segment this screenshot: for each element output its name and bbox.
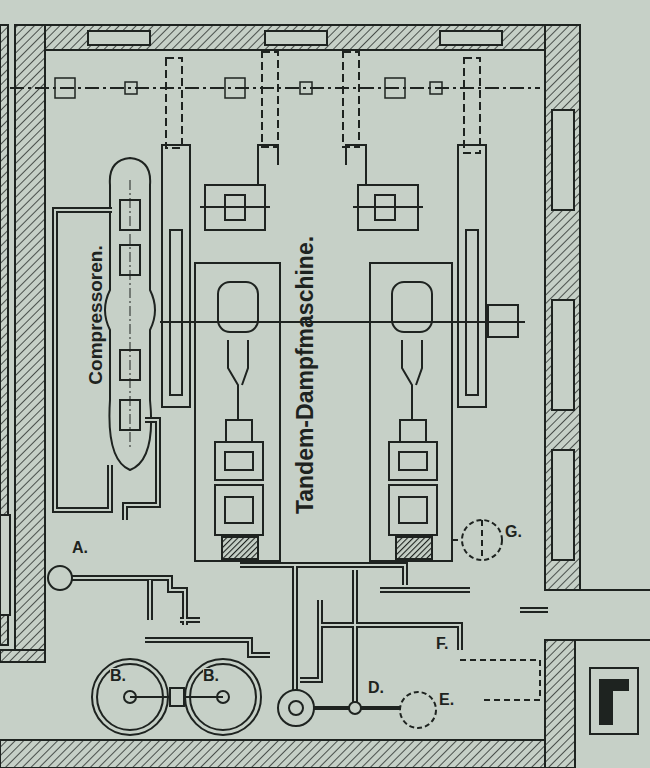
callout-letter: E. — [439, 692, 454, 708]
callout-letter: D. — [368, 680, 384, 696]
callout-letter: B. — [203, 668, 219, 684]
callout-letter: A. — [72, 540, 88, 556]
machine-title: Tandem-Dampfmaschine. — [294, 236, 317, 514]
callout-letter: G. — [505, 524, 522, 540]
callout-letter: F. — [436, 636, 448, 652]
callout-letter: B. — [110, 668, 126, 684]
machine-title: Compressoren. — [86, 245, 105, 384]
